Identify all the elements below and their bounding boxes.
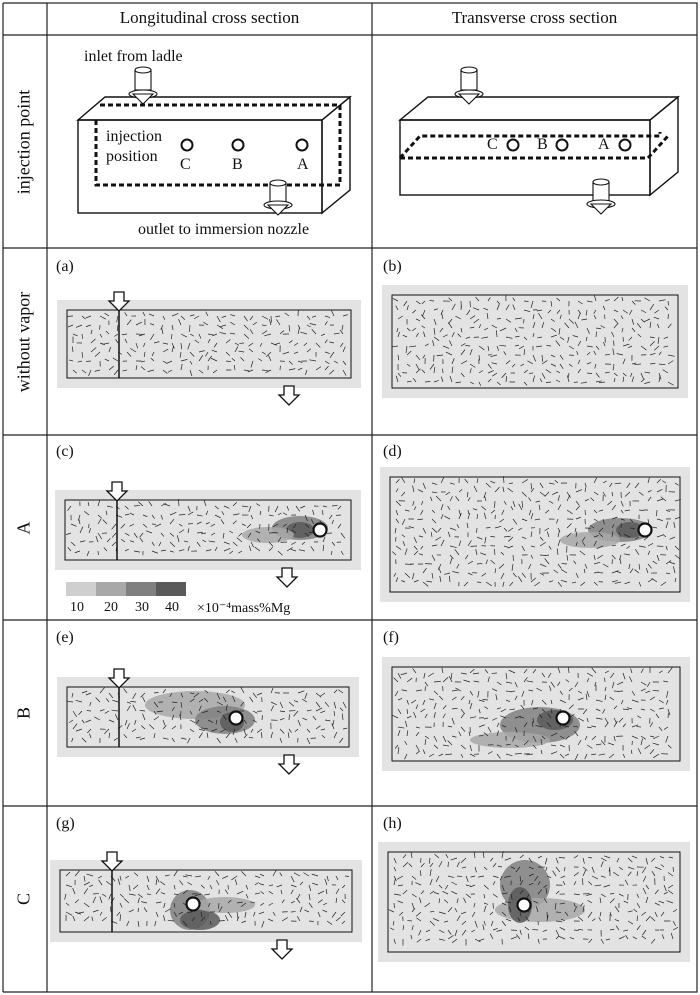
panel-label-c: (c) — [56, 443, 74, 460]
flow-panel-g — [50, 851, 362, 960]
legend-unit: ×10⁻⁴mass%Mg — [197, 601, 291, 616]
injection-point-marker — [555, 710, 571, 726]
panel-label-a: (a) — [56, 258, 74, 275]
legend-swatch-4 — [156, 582, 186, 596]
concentration-plume-3 — [195, 897, 255, 913]
longitudinal-injection-circles — [180, 138, 309, 152]
injection-point-marker — [228, 710, 244, 726]
flow-panel-c — [55, 481, 361, 588]
panel-label-b: (b) — [383, 258, 402, 275]
injection-label-line1: injection — [106, 128, 162, 145]
row-label-A: A — [13, 521, 34, 535]
concentration-plume-2 — [616, 522, 644, 538]
transverse-point-A: A — [598, 136, 610, 153]
outlet-arrow — [277, 754, 301, 775]
inlet-cylinder-longitudinal — [128, 66, 158, 105]
concentration-plume-3 — [560, 532, 620, 548]
outlet-arrow — [275, 567, 299, 588]
panel-label-g: (g) — [56, 815, 75, 832]
flow-panel-d — [380, 467, 690, 602]
row-label-injection-point: injection point — [13, 89, 34, 195]
flow-panel-f — [382, 657, 690, 771]
legend-value-10: 10 — [70, 600, 84, 615]
inlet-arrow — [100, 851, 124, 872]
concentration-plume-3 — [470, 732, 550, 748]
concentration-plume-2 — [180, 910, 220, 930]
injection-point-marker — [312, 522, 328, 538]
injection-label-line2: position — [106, 148, 158, 165]
legend-value-40: 40 — [165, 600, 179, 615]
inlet-arrow — [105, 481, 129, 502]
injection-point-marker — [185, 896, 201, 912]
longitudinal-point-B: B — [232, 156, 243, 173]
legend-value-30: 30 — [135, 600, 149, 615]
vessel-outline — [59, 869, 353, 933]
outlet-cylinder-longitudinal — [263, 179, 293, 216]
outlet-arrow — [270, 939, 294, 960]
injection-point-marker — [516, 897, 532, 913]
row-label-C: C — [13, 892, 34, 906]
panel-label-d: (d) — [383, 443, 402, 460]
transverse-point-B: B — [537, 136, 548, 153]
legend-swatch-3 — [126, 582, 156, 596]
panel-background — [57, 300, 361, 388]
inlet-label: inlet from ladle — [84, 48, 183, 65]
longitudinal-box-schematic — [76, 95, 352, 215]
injection-point-marker — [637, 522, 653, 538]
row-label-B: B — [13, 706, 34, 720]
longitudinal-point-A: A — [297, 156, 309, 173]
vessel-outline — [387, 851, 681, 953]
vessel-outline — [64, 499, 352, 561]
legend-swatch-2 — [96, 582, 126, 596]
inlet-arrow — [107, 291, 131, 312]
row-label-without-vapor: without vapor — [13, 291, 34, 393]
panel-label-f: (f) — [383, 629, 399, 646]
longitudinal-point-C: C — [180, 156, 191, 173]
flow-panel-e — [57, 668, 359, 775]
panel-label-e: (e) — [56, 629, 74, 646]
transverse-box-schematic — [398, 95, 680, 197]
flow-panel-a — [57, 291, 361, 406]
transverse-injection-circles — [506, 138, 632, 152]
vessel-outline — [66, 309, 352, 379]
legend-swatch-1 — [66, 582, 96, 596]
legend-value-20: 20 — [104, 600, 118, 615]
column-header-transverse: Transverse cross section — [451, 8, 618, 27]
vessel-outline — [66, 686, 350, 748]
inlet-arrow — [107, 668, 131, 689]
panel-label-h: (h) — [383, 815, 402, 832]
vessel-outline — [389, 476, 681, 593]
flow-panel-b — [382, 285, 688, 398]
legend-swatches — [66, 582, 186, 596]
vessel-outline — [391, 294, 679, 389]
concentration-plume-3 — [242, 527, 294, 543]
vessel-outline — [391, 666, 681, 762]
outlet-label: outlet to immersion nozzle — [138, 221, 310, 238]
flow-panel-h — [378, 842, 690, 962]
inlet-cylinder-transverse — [454, 66, 484, 105]
transverse-point-C: C — [487, 136, 498, 153]
column-header-longitudinal: Longitudinal cross section — [119, 8, 300, 27]
outlet-arrow — [277, 385, 301, 406]
outlet-cylinder-transverse — [586, 178, 616, 215]
